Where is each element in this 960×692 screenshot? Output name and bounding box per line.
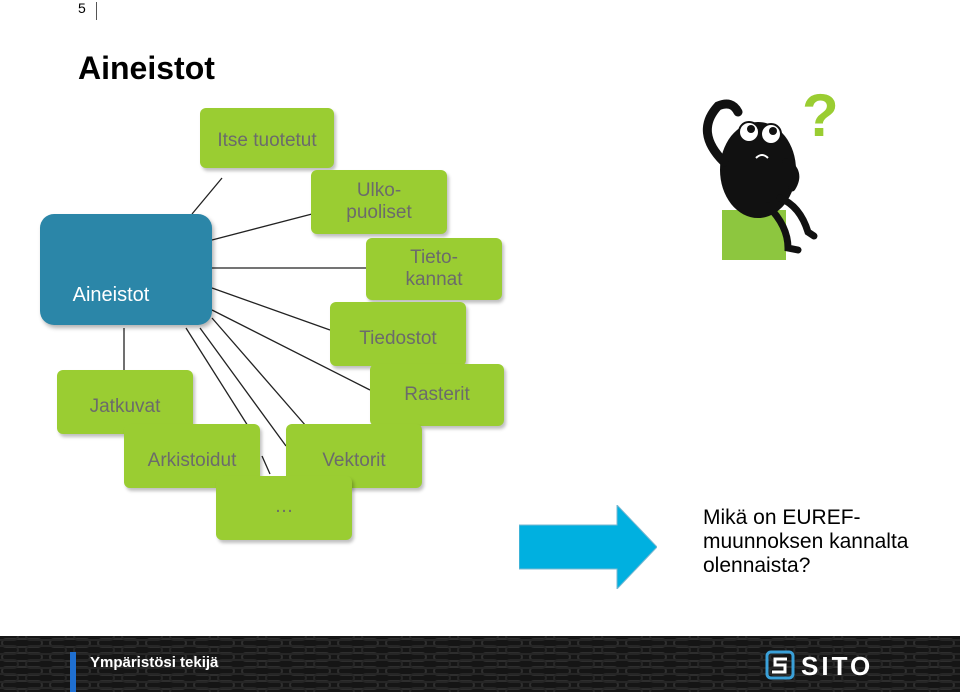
- footer-bar: [0, 636, 960, 692]
- node-tietokannat: Tieto- kannat: [366, 238, 502, 300]
- footer-tagline: Ympäristösi tekijä: [90, 654, 219, 671]
- slide-title: Aineistot: [78, 50, 215, 86]
- svg-text:?: ?: [802, 82, 839, 149]
- node-label-line1: Ulko-: [356, 180, 402, 201]
- hub-label: Aineistot: [72, 284, 150, 306]
- node-tiedostot: Tiedostot: [330, 302, 466, 366]
- question-line-3: olennaista?: [703, 554, 811, 577]
- page-number: 5: [78, 0, 86, 16]
- sito-logo: SITO: [765, 650, 873, 680]
- node-label: Itse tuotetut: [217, 130, 317, 151]
- node-label: Tiedostot: [359, 328, 437, 349]
- node-label: Jatkuvat: [89, 396, 161, 417]
- node-label: Rasterit: [404, 384, 470, 405]
- footer-accent-bar: [70, 652, 76, 692]
- page-number-divider: [96, 2, 97, 20]
- question-text: Mikä on EUREF- muunnoksen kannalta olenn…: [703, 506, 908, 578]
- right-arrow-icon: [519, 505, 657, 589]
- node-jatkuvat: Jatkuvat: [57, 370, 193, 434]
- node-itse-tuotetut: Itse tuotetut: [200, 108, 334, 168]
- node-label-line2: kannat: [405, 269, 463, 290]
- node-label-line2: puoliset: [346, 202, 412, 223]
- thinking-person-icon: ?: [702, 82, 839, 260]
- footer-pattern: [0, 636, 960, 692]
- node-label: Vektorit: [322, 450, 386, 471]
- question-line-1: Mikä on EUREF-: [703, 506, 861, 529]
- node-label: Arkistoidut: [147, 450, 237, 471]
- node-label-line1: Tieto-: [410, 247, 458, 268]
- node-label: …: [274, 496, 294, 517]
- hub-node-aineistot: Aineistot: [40, 214, 212, 325]
- node-ulkopuoliset: Ulko- puoliset: [311, 170, 447, 234]
- question-line-2: muunnoksen kannalta: [703, 530, 909, 553]
- logo-text: SITO: [801, 651, 873, 680]
- node-more: …: [216, 476, 352, 540]
- node-rasterit: Rasterit: [370, 364, 504, 426]
